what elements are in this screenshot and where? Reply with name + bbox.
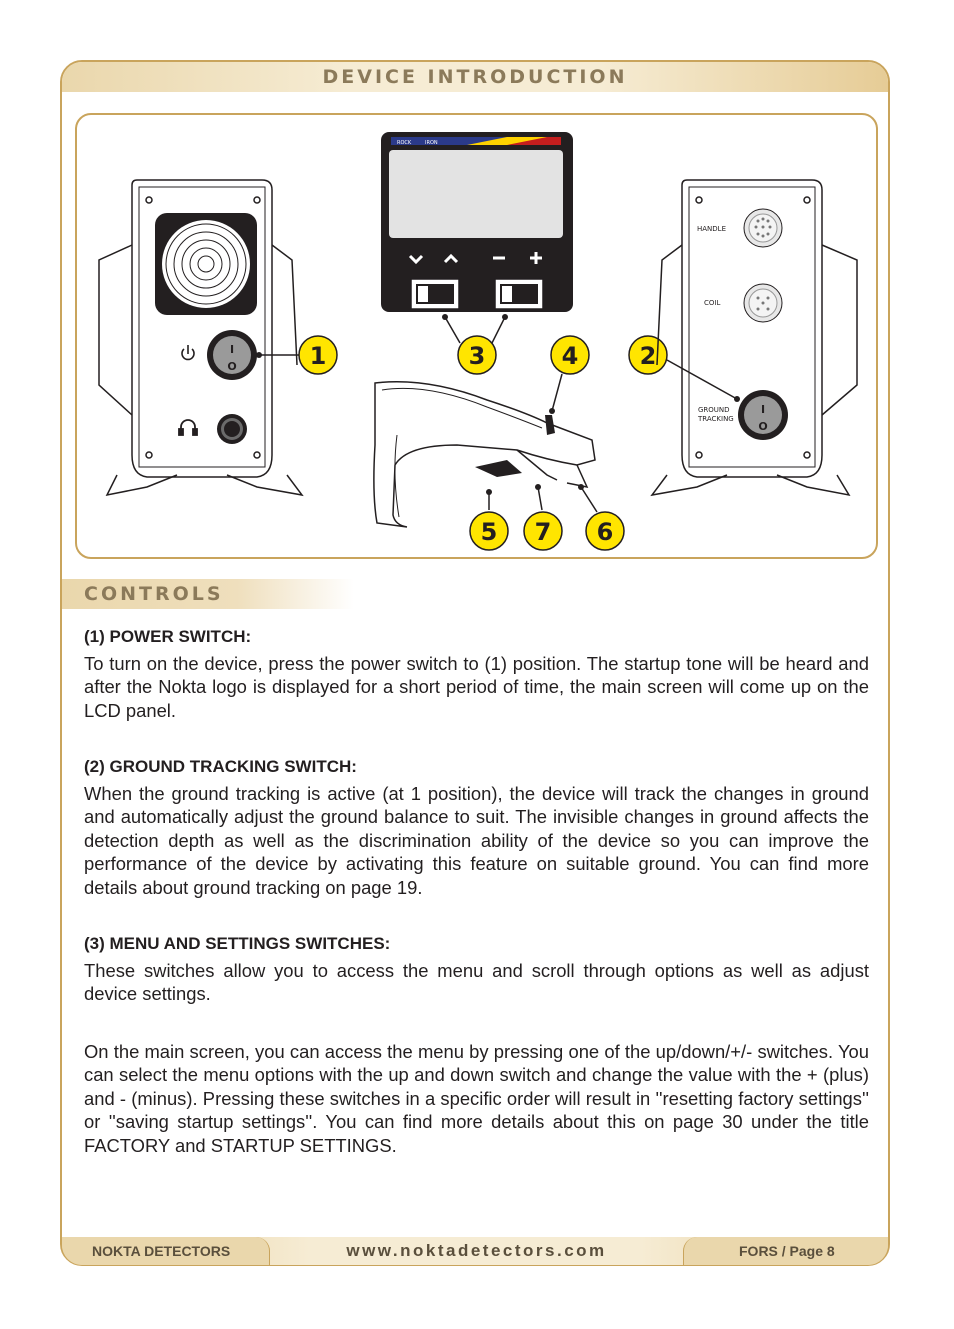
handle-illustration	[373, 381, 596, 528]
callout-5-label: 5	[481, 518, 498, 546]
callout-7: 7	[523, 484, 563, 551]
section-body: When the ground tracking is active (at 1…	[84, 783, 869, 898]
chevron-up-icon	[443, 253, 459, 264]
lcd-iron-label: IRON	[425, 140, 438, 146]
speaker-grille	[155, 213, 257, 315]
callout-7-label: 7	[535, 518, 552, 546]
ground-tracking-switch[interactable]: I O	[738, 390, 788, 440]
callout-6: 6	[578, 484, 625, 551]
footer-left: NOKTA DETECTORS	[62, 1237, 270, 1265]
callout-4: 4	[549, 335, 590, 414]
gt-switch-off-mark: O	[758, 420, 767, 433]
device-illustration: I O 1 ROCK IRON	[98, 132, 858, 551]
section-header: DEVICE INTRODUCTION	[62, 62, 888, 92]
gt-switch-on-mark: I	[761, 403, 765, 416]
handle-connector-label: HANDLE	[697, 225, 726, 233]
power-icon	[181, 345, 195, 361]
right-side-panel	[650, 179, 858, 497]
ground-tracking-label-1: GROUND	[698, 406, 730, 414]
switch-off-mark: O	[227, 360, 236, 373]
footer-brand: NOKTA DETECTORS	[92, 1243, 231, 1259]
section-power-switch: (1) POWER SWITCH: To turn on the device,…	[84, 624, 869, 722]
callout-3: 3	[442, 314, 508, 375]
chevron-down-icon	[408, 254, 424, 265]
minus-plus-switch[interactable]	[494, 278, 544, 310]
page-frame	[60, 60, 890, 1266]
section-body: These switches allow you to access the m…	[84, 960, 869, 1005]
footer-right: FORS / Page 8	[683, 1237, 888, 1265]
power-switch[interactable]: I O	[207, 330, 257, 380]
menu-usage-paragraph: On the main screen, you can access the m…	[84, 1038, 869, 1157]
callout-2: 2	[628, 335, 740, 402]
section-heading: (3) MENU AND SETTINGS SWITCHES:	[84, 934, 391, 953]
callout-1: 1	[256, 335, 338, 375]
footer-page-number: FORS / Page 8	[739, 1243, 835, 1259]
section-body: To turn on the device, press the power s…	[84, 653, 869, 721]
paragraph-body: On the main screen, you can access the m…	[84, 1041, 869, 1156]
callout-5: 5	[469, 489, 509, 551]
up-down-switch[interactable]	[410, 278, 460, 310]
lcd-rock-label: ROCK	[397, 140, 412, 146]
callout-2-label: 2	[640, 342, 657, 370]
callout-3-label: 3	[469, 342, 486, 370]
coil-connector-label: COIL	[704, 299, 720, 307]
coil-connector[interactable]	[743, 283, 783, 323]
section-ground-tracking: (2) GROUND TRACKING SWITCH: When the gro…	[84, 754, 869, 899]
callout-6-label: 6	[597, 518, 614, 546]
section-menu-settings: (3) MENU AND SETTINGS SWITCHES: These sw…	[84, 931, 869, 1006]
plus-icon	[530, 252, 542, 264]
handle-connector[interactable]	[743, 208, 783, 248]
controls-title: CONTROLS	[84, 583, 224, 605]
lcd-screen	[389, 150, 563, 238]
control-box: ROCK IRON	[381, 132, 573, 312]
device-diagram: I O 1 ROCK IRON	[75, 113, 878, 559]
switch-on-mark: I	[230, 343, 234, 356]
callout-4-label: 4	[562, 342, 579, 370]
callout-1-label: 1	[310, 342, 327, 370]
footer-url[interactable]: www.noktadetectors.com	[346, 1241, 607, 1260]
headphone-jack[interactable]	[217, 414, 247, 444]
section-heading: (1) POWER SWITCH:	[84, 627, 252, 646]
ground-tracking-label-2: TRACKING	[697, 415, 734, 423]
controls-header: CONTROLS	[62, 579, 354, 609]
left-side-panel	[98, 179, 304, 497]
section-title: DEVICE INTRODUCTION	[322, 66, 628, 88]
section-heading: (2) GROUND TRACKING SWITCH:	[84, 757, 357, 776]
headphones-icon	[178, 419, 198, 436]
